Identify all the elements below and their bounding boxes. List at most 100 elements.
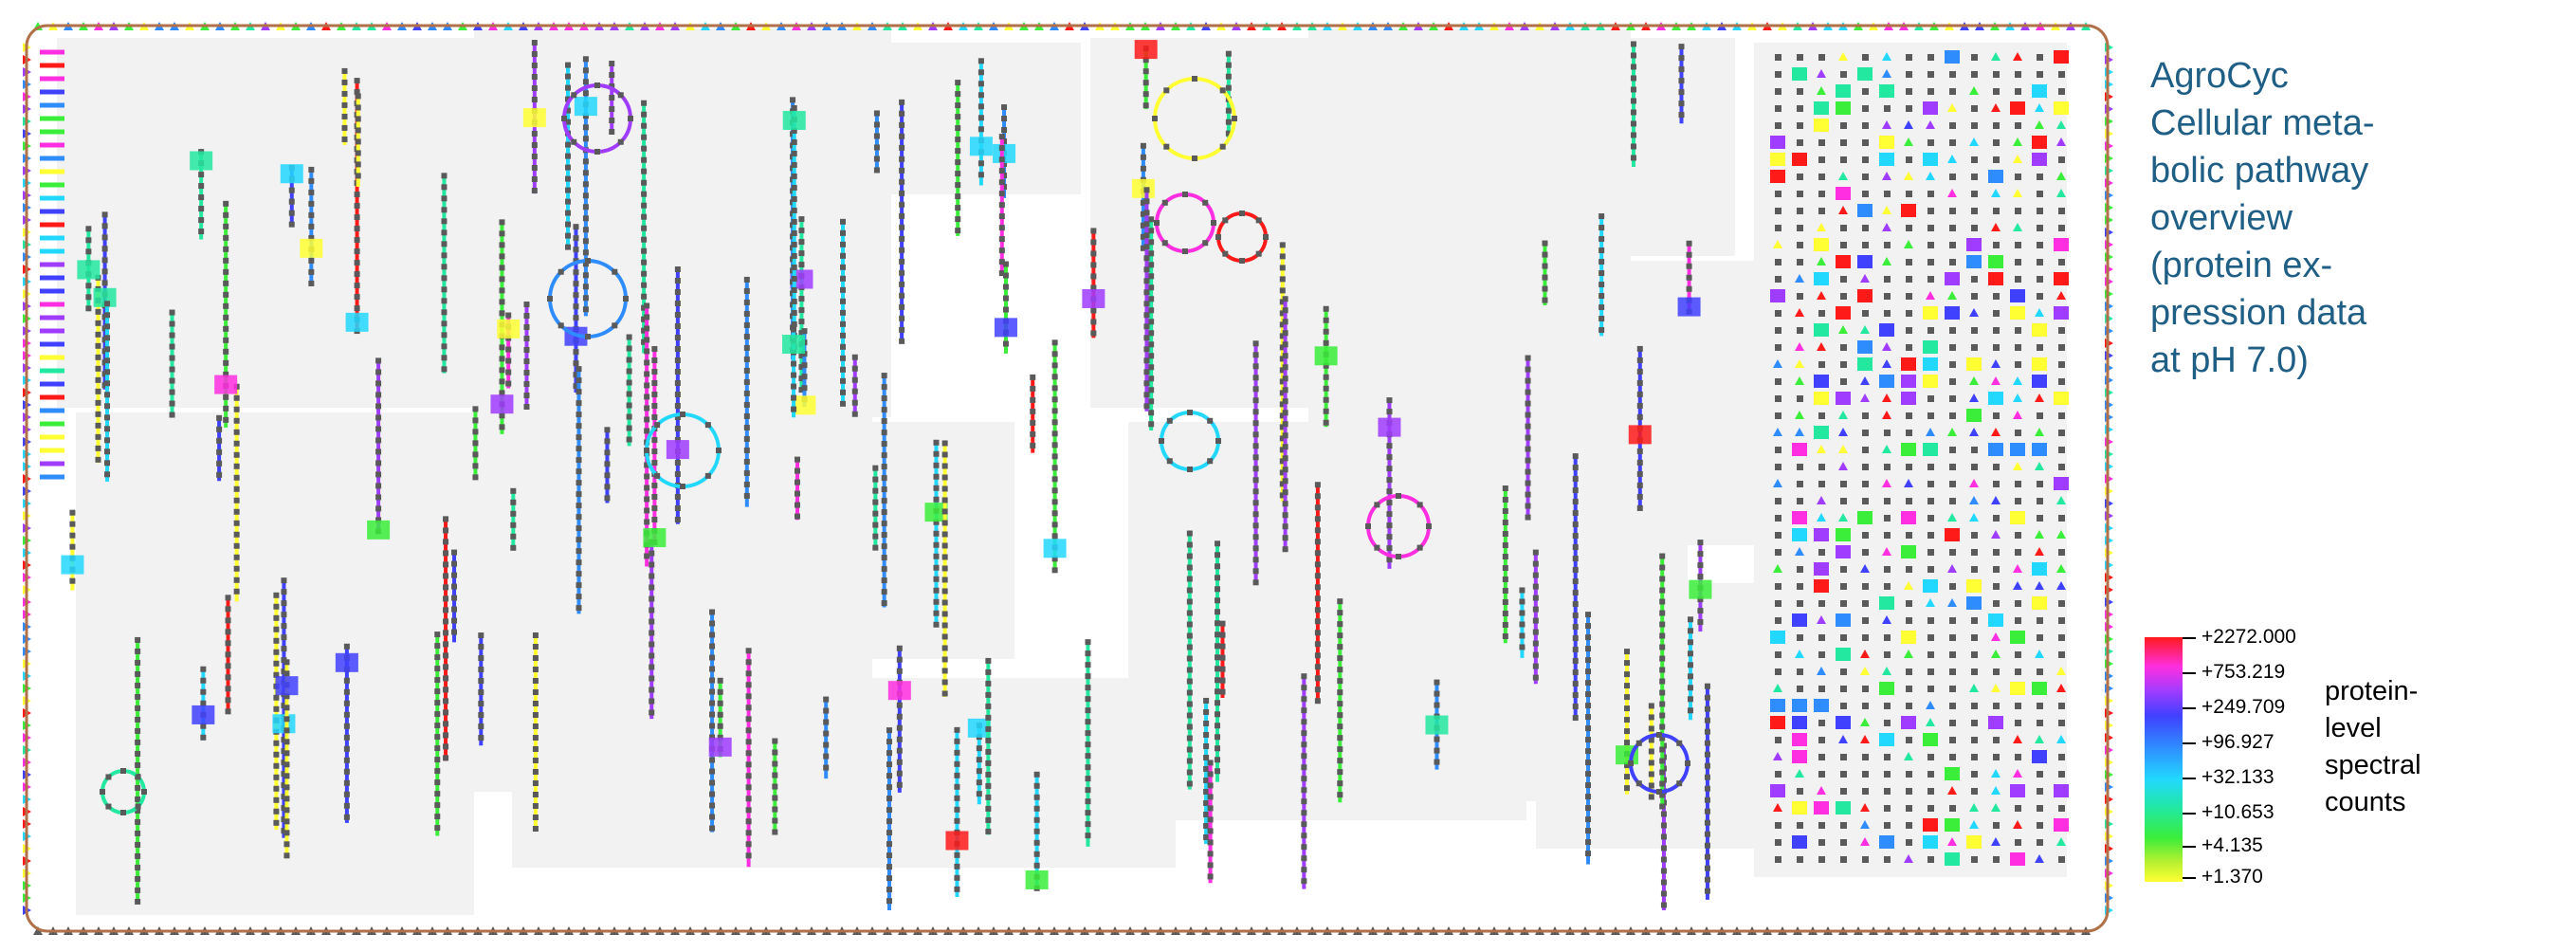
metabolite-node <box>1337 621 1343 628</box>
metabolite-node <box>1949 378 1956 385</box>
metabolite-node <box>1927 327 1934 334</box>
legend-caption: protein- level spectral counts <box>2325 673 2421 821</box>
metabolite-node <box>896 645 903 651</box>
metabolite-node <box>998 179 1005 186</box>
metabolite-node <box>478 678 484 685</box>
metabolite-node <box>609 118 615 124</box>
enzyme-highlight <box>2032 153 2047 166</box>
metabolite-node <box>1203 788 1210 795</box>
metabolite-node <box>575 582 582 589</box>
legend-label: +1.370 <box>2201 866 2263 888</box>
reaction-node <box>2013 564 2022 573</box>
metabolite-node <box>1927 754 1934 760</box>
metabolite-node <box>1279 253 1286 260</box>
legend-tick <box>2183 813 2196 815</box>
metabolite-node <box>1884 703 1891 709</box>
metabolite-node <box>641 156 648 163</box>
metabolite-node <box>1797 600 1803 607</box>
metabolite-node <box>565 141 572 148</box>
metabolite-node <box>198 229 205 235</box>
metabolite-node <box>565 198 572 205</box>
metabolite-node <box>1203 731 1210 738</box>
reaction-node <box>1817 786 1826 795</box>
reaction-node <box>1991 786 2001 795</box>
metabolite-node <box>1927 139 1934 146</box>
metabolite-node <box>443 550 449 557</box>
metabolite-node <box>1314 573 1321 579</box>
metabolite-node <box>881 407 887 413</box>
enzyme-highlight <box>2032 443 2047 456</box>
metabolite-node <box>641 191 648 197</box>
metabolite-node <box>1148 250 1155 257</box>
metabolite-node <box>1215 540 1221 547</box>
metabolite-node <box>899 338 905 344</box>
metabolite-node <box>1252 409 1259 415</box>
metabolite-node <box>1525 400 1531 407</box>
metabolite-node <box>281 760 287 766</box>
metabolite-node <box>1636 482 1643 488</box>
metabolite-node <box>499 299 505 305</box>
metabolite-node <box>644 314 650 320</box>
metabolite-node <box>743 424 750 430</box>
metabolite-node <box>1374 502 1380 508</box>
reaction-node <box>1838 735 1848 743</box>
metabolite-node <box>565 187 572 193</box>
metabolite-node <box>840 332 847 339</box>
reaction-node <box>2013 376 2022 385</box>
metabolite-node <box>795 467 801 474</box>
pathway-panel <box>512 678 1176 868</box>
metabolite-node <box>582 79 589 85</box>
metabolite-node <box>745 682 752 688</box>
metabolite-node <box>1635 780 1642 787</box>
metabolite-node <box>104 414 111 421</box>
metabolite-node <box>1215 700 1221 706</box>
metabolite-node <box>104 471 111 478</box>
metabolite-node <box>441 366 448 373</box>
metabolite-node <box>1215 234 1221 240</box>
metabolite-node <box>1143 403 1150 410</box>
metabolite-node <box>709 688 716 695</box>
metabolite-node <box>273 649 280 655</box>
metabolite-node <box>1927 498 1934 504</box>
enzyme-highlight <box>2010 443 2025 456</box>
reaction-node <box>1773 752 1782 760</box>
metabolite-node <box>1630 52 1636 59</box>
metabolite-node <box>1993 327 2000 334</box>
reaction-node <box>1860 274 1870 283</box>
metabolite-node <box>1282 501 1288 507</box>
metabolite-node <box>1971 703 1978 709</box>
metabolite-node <box>1585 805 1592 812</box>
metabolite-node <box>1775 225 1781 231</box>
reaction-node <box>2013 223 2022 231</box>
reaction-node <box>1838 428 1848 436</box>
metabolite-node <box>717 711 723 718</box>
reaction-node <box>1991 650 2001 658</box>
reaction-node <box>1904 120 1913 129</box>
metabolite-node <box>674 392 681 398</box>
metabolite-node <box>1797 242 1803 248</box>
reaction-node <box>1991 803 2001 812</box>
metabolite-node <box>120 768 126 774</box>
metabolite-node <box>575 559 582 566</box>
metabolite-node <box>654 422 661 429</box>
metabolite-node <box>899 121 905 128</box>
reaction-node <box>2013 155 2022 163</box>
metabolite-node <box>1323 339 1329 346</box>
metabolite-node <box>1660 879 1667 886</box>
metabolite-node <box>288 210 295 216</box>
metabolite-node <box>1906 703 1912 709</box>
enzyme-highlight <box>782 335 806 355</box>
metabolite-node <box>886 852 892 859</box>
metabolite-node <box>1215 654 1221 661</box>
metabolite-node <box>772 760 778 767</box>
metabolite-node <box>2015 276 2021 283</box>
metabolite-node <box>1636 357 1643 363</box>
metabolite-node <box>1239 211 1245 216</box>
reaction-node <box>1904 650 1913 658</box>
metabolite-node <box>532 735 539 741</box>
metabolite-node <box>941 474 948 481</box>
metabolite-node <box>308 200 315 207</box>
reaction-node <box>2013 581 2022 590</box>
metabolite-node <box>791 241 797 247</box>
metabolite-node <box>283 750 290 757</box>
